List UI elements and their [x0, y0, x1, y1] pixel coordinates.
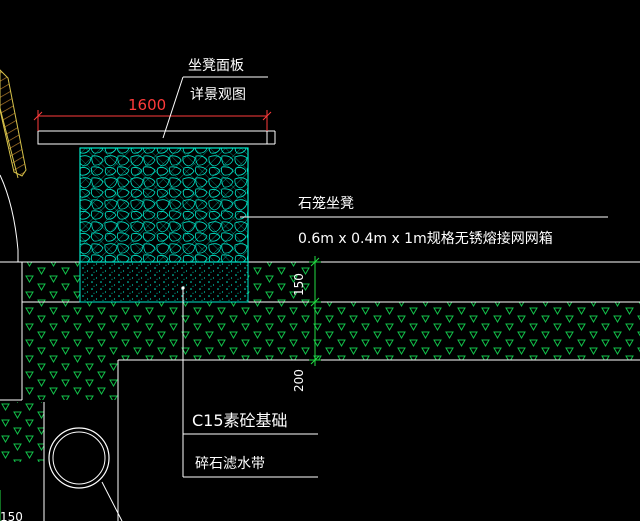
gabion-bench [79, 147, 249, 263]
edge-partial-dimension: 150 [0, 510, 23, 521]
vertical-dimensions [0, 256, 321, 521]
base-thickness-text: 150 [292, 273, 306, 296]
gabion-title: 石笼坐凳 [298, 195, 354, 212]
base-label: C15素砼基础 碎石滤水带 [182, 288, 318, 478]
gabion-label: 石笼坐凳 0.6m x 0.4m x 1m规格无锈熔接网网箱 [240, 195, 608, 247]
ground-hatch [0, 262, 640, 462]
panel-length-text: 1600 [128, 96, 166, 114]
bench-panel-detail: 详景观图 [190, 87, 246, 103]
base-subtitle: 碎石滤水带 [195, 456, 265, 472]
concrete-base [79, 261, 249, 303]
lower-thickness-text: 200 [292, 369, 306, 392]
bench-panel-label: 坐凳面板 详景观图 [162, 58, 268, 139]
gabion-spec: 0.6m x 0.4m x 1m规格无锈熔接网网箱 [298, 230, 553, 247]
bench-panel [37, 130, 276, 145]
bench-panel-title: 坐凳面板 [188, 58, 244, 74]
drain-pipe: 150 [0, 427, 123, 521]
panel-length-dimension: 1600 [33, 96, 272, 131]
base-title: C15素砼基础 [192, 411, 288, 430]
left-wall-section [0, 69, 27, 262]
